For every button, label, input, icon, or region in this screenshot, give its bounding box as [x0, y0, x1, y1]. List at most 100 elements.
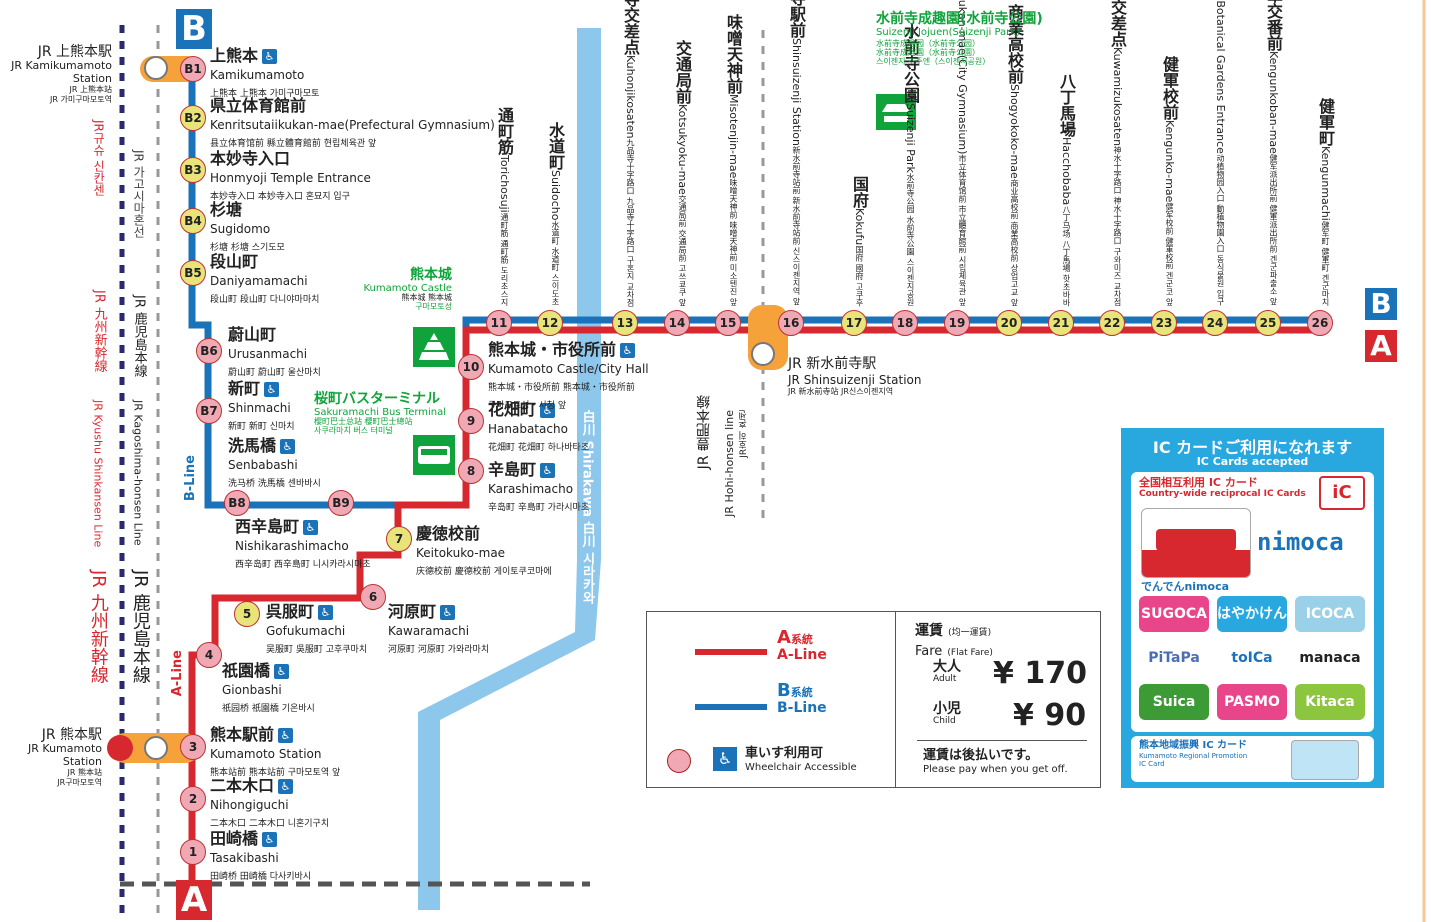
a-station-8-en: Nishikarashimacho	[235, 538, 349, 553]
main-station-25-jp: 健軍交番前	[1264, 0, 1283, 52]
stop-19: 19	[944, 310, 970, 336]
main-station-15-jp: 味噌天神前	[724, 14, 743, 95]
a-station-9-jp: 辛島町	[488, 460, 537, 479]
stop-b1: B1	[180, 56, 206, 82]
suizenji-sub1: 水前寺成趣园（水前寺公园）	[876, 38, 980, 48]
hohi-ko-label: JR호히 혼센	[739, 410, 749, 458]
fare-adult-label: 大人 Adult	[933, 660, 961, 684]
main-station-24: 動植物園入口Zoological and Botanical Gardens E…	[1211, 0, 1228, 306]
main-station-22: 神水交差点Kuwamizukosaten神水十字路口 神水十字路口 구와미즈 교…	[1108, 0, 1127, 306]
a-line-badge-bottom: A	[176, 880, 212, 920]
a-station-9-en: Karashimacho	[488, 481, 574, 496]
main-station-24-sub: 动植物园入口 動植物園入口 동식물원 입구	[1216, 154, 1225, 306]
legend-b-line-swatch	[695, 704, 767, 710]
b-station-8-en: Senbabashi	[228, 457, 298, 472]
main-station-22-jp: 神水交差点	[1108, 0, 1127, 48]
ic-nationwide-box: 全国相互利用 IC カード Country-wide reciprocal IC…	[1131, 472, 1374, 732]
suizenji-label: 水前寺成趣園(水前寺公園) Suizenji Jojuen(Suizenji P…	[876, 11, 1043, 66]
stop-1: 1	[180, 839, 206, 865]
kagoshima-vertical-label: JR 鹿児島本線	[131, 295, 147, 377]
stop-25: 25	[1255, 310, 1281, 336]
b-station-3-sub: 本妙寺入口 本妙寺入口 혼묘지 입구	[210, 192, 350, 203]
main-station-12: 水道町Suidocho水道町 水道町 스이도초	[546, 122, 565, 306]
fare-title-en-note: (Flat Fare)	[947, 647, 993, 658]
jr-kamikumamoto-label: JR 上熊本駅 JR Kamikumamoto Station JR 上熊本站 …	[4, 44, 112, 104]
main-station-11-en: Torichosuji	[498, 155, 511, 213]
main-station-15: 味噌天神前Misotenjin-mae味噌天神前 味噌天神前 미소텐진 앞	[724, 14, 743, 306]
b-station-2-en: Kenritsutaiikukan-mae(Prefectural Gymnas…	[210, 117, 495, 132]
park-icon	[876, 94, 916, 130]
a-station-1-sub: 田崎桥 田崎橋 다사키바시	[210, 872, 312, 883]
a-station-7-jp: 慶徳校前	[416, 524, 481, 543]
jr-station-kamikumamoto-icon	[144, 56, 168, 80]
main-station-16-sub: 新水前寺站前 新水前寺站前 신스이젠지역 앞	[792, 146, 801, 306]
wheelchair-icon: ♿	[620, 343, 636, 358]
kagoshima-ko-label: JR 가고시마혼선	[131, 150, 146, 238]
ic-regional-en2: IC Card	[1139, 760, 1165, 769]
fare-adult-en: Adult	[933, 673, 957, 684]
main-station-20: 商業高校前Shogyokoko-mae商业高校前 商業高校前 상업고교 앞	[1005, 4, 1024, 306]
jr-kumamoto-sub1: JR 熊本站	[67, 768, 102, 778]
b-station-4-jp: 杉塘	[210, 200, 243, 219]
a-station-11-jp: 熊本城・市役所前	[488, 340, 617, 359]
main-station-15-sub: 味噌天神前 味噌天神前 미소텐진 앞	[729, 178, 738, 306]
tram-image-icon	[1156, 529, 1236, 551]
stop-13: 13	[612, 310, 638, 336]
river-shirakawa	[418, 28, 601, 910]
main-station-25: 健軍交番前Kengunkoban-mae健军派出所前 健軍派出所前 겐군파출소 …	[1264, 0, 1283, 306]
a-station-4-jp: 祇園橋	[222, 661, 271, 680]
legend-b-en: B-Line	[777, 699, 827, 716]
a-station-11-sub: 熊本城・市役所前 熊本城・市役所前	[488, 383, 635, 394]
ic-card-kitaca: Kitaca	[1295, 684, 1365, 720]
legend-box: A系統 A-Line B系統 B-Line ♿ 車いす利用可 Wheelchai…	[646, 611, 1101, 788]
b-station-8-jp: 洗馬橋	[228, 436, 277, 455]
stop-7: 7	[386, 526, 412, 552]
a-station-1-en: Tasakibashi	[210, 850, 279, 865]
b-station-5-en: Daniyamamachi	[210, 273, 308, 288]
fare-pay-note-jp: 運賃は後払いです。	[923, 748, 1039, 763]
a-line-label: A-Line	[170, 650, 185, 697]
main-station-18-jp: 水前寺公園	[901, 23, 920, 103]
ic-card-panel: IC カードご利用になれます IC Cards accepted 全国相互利用 …	[1121, 428, 1384, 788]
stop-15: 15	[715, 310, 741, 336]
stop-16: 16	[778, 310, 804, 336]
main-station-24-en: Zoological and Botanical Gardens Entranc…	[1214, 0, 1227, 155]
main-station-13-en: Kuhonjikosaten	[624, 54, 637, 139]
wheelchair-icon: ♿	[280, 439, 296, 454]
main-station-17-en: Kokufu	[853, 207, 866, 245]
stop-20: 20	[996, 310, 1022, 336]
ic-regional-en1: Kumamoto Regional Promotion	[1139, 752, 1248, 760]
fare-child-jp: 小児	[933, 701, 961, 717]
a-station-6-en: Kawaramachi	[388, 623, 470, 638]
main-station-21: 八丁馬場Hacchobaba八丁马场 八丁馬場 핫초바바	[1057, 73, 1076, 306]
b-station-1-sub: 上熊本 上熊本 가미구마모토	[210, 89, 320, 100]
fare-child-label: 小児 Child	[933, 702, 961, 726]
main-station-20-sub: 商业高校前 商業高校前 상업고교 앞	[1010, 178, 1019, 306]
castle-jp: 熊本城	[410, 267, 452, 283]
a-station-5-sub: 吴服町 吳服町 고후쿠마치	[266, 645, 368, 656]
stop-b9: B9	[328, 490, 354, 516]
main-station-14: 交通局前Kotsukyoku-mae交通局前 交通局前 고쓰쿄쿠 앞	[673, 40, 692, 306]
wheelchair-icon: ♿	[274, 664, 290, 679]
main-station-20-en: Shogyokoko-mae	[1008, 83, 1021, 179]
castle-label: 熊本城 Kumamoto Castle 熊本城 熊本城 구마모토성	[362, 267, 452, 312]
jr-kamikumamoto-jp: JR 上熊本駅	[37, 44, 112, 60]
ic-nationwide-label: 全国相互利用 IC カード Country-wide reciprocal IC…	[1139, 476, 1306, 500]
stop-b5: B5	[180, 260, 206, 286]
legend-a-en: A-Line	[777, 646, 827, 663]
hohi-en-label: JR Hohi-honsen line	[723, 410, 736, 517]
legend-b-jp-small: 系統	[790, 686, 813, 699]
b-station-8-sub: 洗马桥 洗馬橋 센바바시	[228, 479, 321, 490]
main-station-19: 市立体育館前Shiritsutaiikukan-mae(City Gymnasi…	[953, 0, 970, 306]
ic-mark-icon: iC	[1319, 476, 1365, 510]
main-station-16: 新水前寺駅前Shinsuizenji Station新水前寺站前 新水前寺站前 …	[787, 0, 806, 306]
main-station-13-jp: 九品寺交差点	[621, 0, 640, 55]
main-station-17: 国府Kokufu国府 國府 고쿠후	[850, 176, 869, 306]
wheelchair-icon: ♿	[278, 779, 294, 794]
stop-b2: B2	[180, 105, 206, 131]
fare-adult-jp: 大人	[933, 659, 961, 675]
